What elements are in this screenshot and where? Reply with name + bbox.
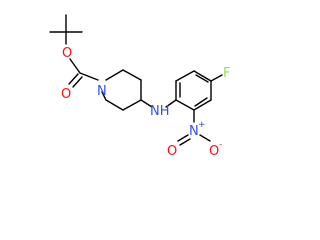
bond-nitro-oxygen-double-a [177, 134, 189, 142]
structure-drawing: O O N NH F N + O O - [49, 14, 230, 159]
bond-amine-aryl [165, 99, 177, 108]
nitro-oxygen-charge: - [219, 140, 222, 150]
bond-nitro-oxygen-single [199, 134, 211, 142]
bond-aryl-c5-c6 [193, 99, 212, 111]
bond-aryl-c2-c3 [175, 70, 195, 82]
piperidine-nitrogen-label: N [97, 84, 107, 99]
bond-carbonyl-nitrogen [79, 72, 99, 81]
bonds [49, 14, 223, 146]
ester-oxygen-label: O [62, 46, 72, 61]
bond-nitro-oxygen-double-b [179, 138, 191, 146]
molecule-diagram: O O N NH F N + O O - [49, 14, 230, 159]
bond-carbonyl-double-b [72, 76, 83, 88]
nitro-nitrogen-label: N [189, 124, 199, 139]
nitro-oxygen-single-label: O [209, 144, 219, 159]
bond-aryl-fluorine [210, 74, 223, 82]
carbonyl-oxygen-label: O [61, 87, 71, 102]
bond-aryl-c6-c1 [175, 99, 195, 111]
bond-ring-n-c2 [105, 69, 124, 81]
bond-aryl-inner-2 [195, 74, 209, 83]
nitro-nitrogen-charge: + [198, 120, 206, 130]
bond-ring-c2-c3 [122, 69, 142, 81]
bond-carbonyl-double-a [68, 73, 79, 85]
fluorine-label: F [223, 66, 230, 81]
bond-c4-amine [140, 99, 153, 108]
bond-ring-c6-n [101, 91, 107, 101]
amine-label: NH [150, 104, 170, 119]
bond-aryl-c3-c4 [193, 70, 212, 82]
atom-labels: O O N NH F N + O O - [61, 46, 230, 159]
bond-oxygen-carbonyl-carbon [69, 58, 81, 74]
bond-ring-c5-c6 [105, 99, 124, 111]
bond-aryl-inner-3 [194, 97, 208, 107]
bond-ring-c4-c5 [122, 99, 142, 111]
nitro-oxygen-double-label: O [167, 144, 177, 159]
